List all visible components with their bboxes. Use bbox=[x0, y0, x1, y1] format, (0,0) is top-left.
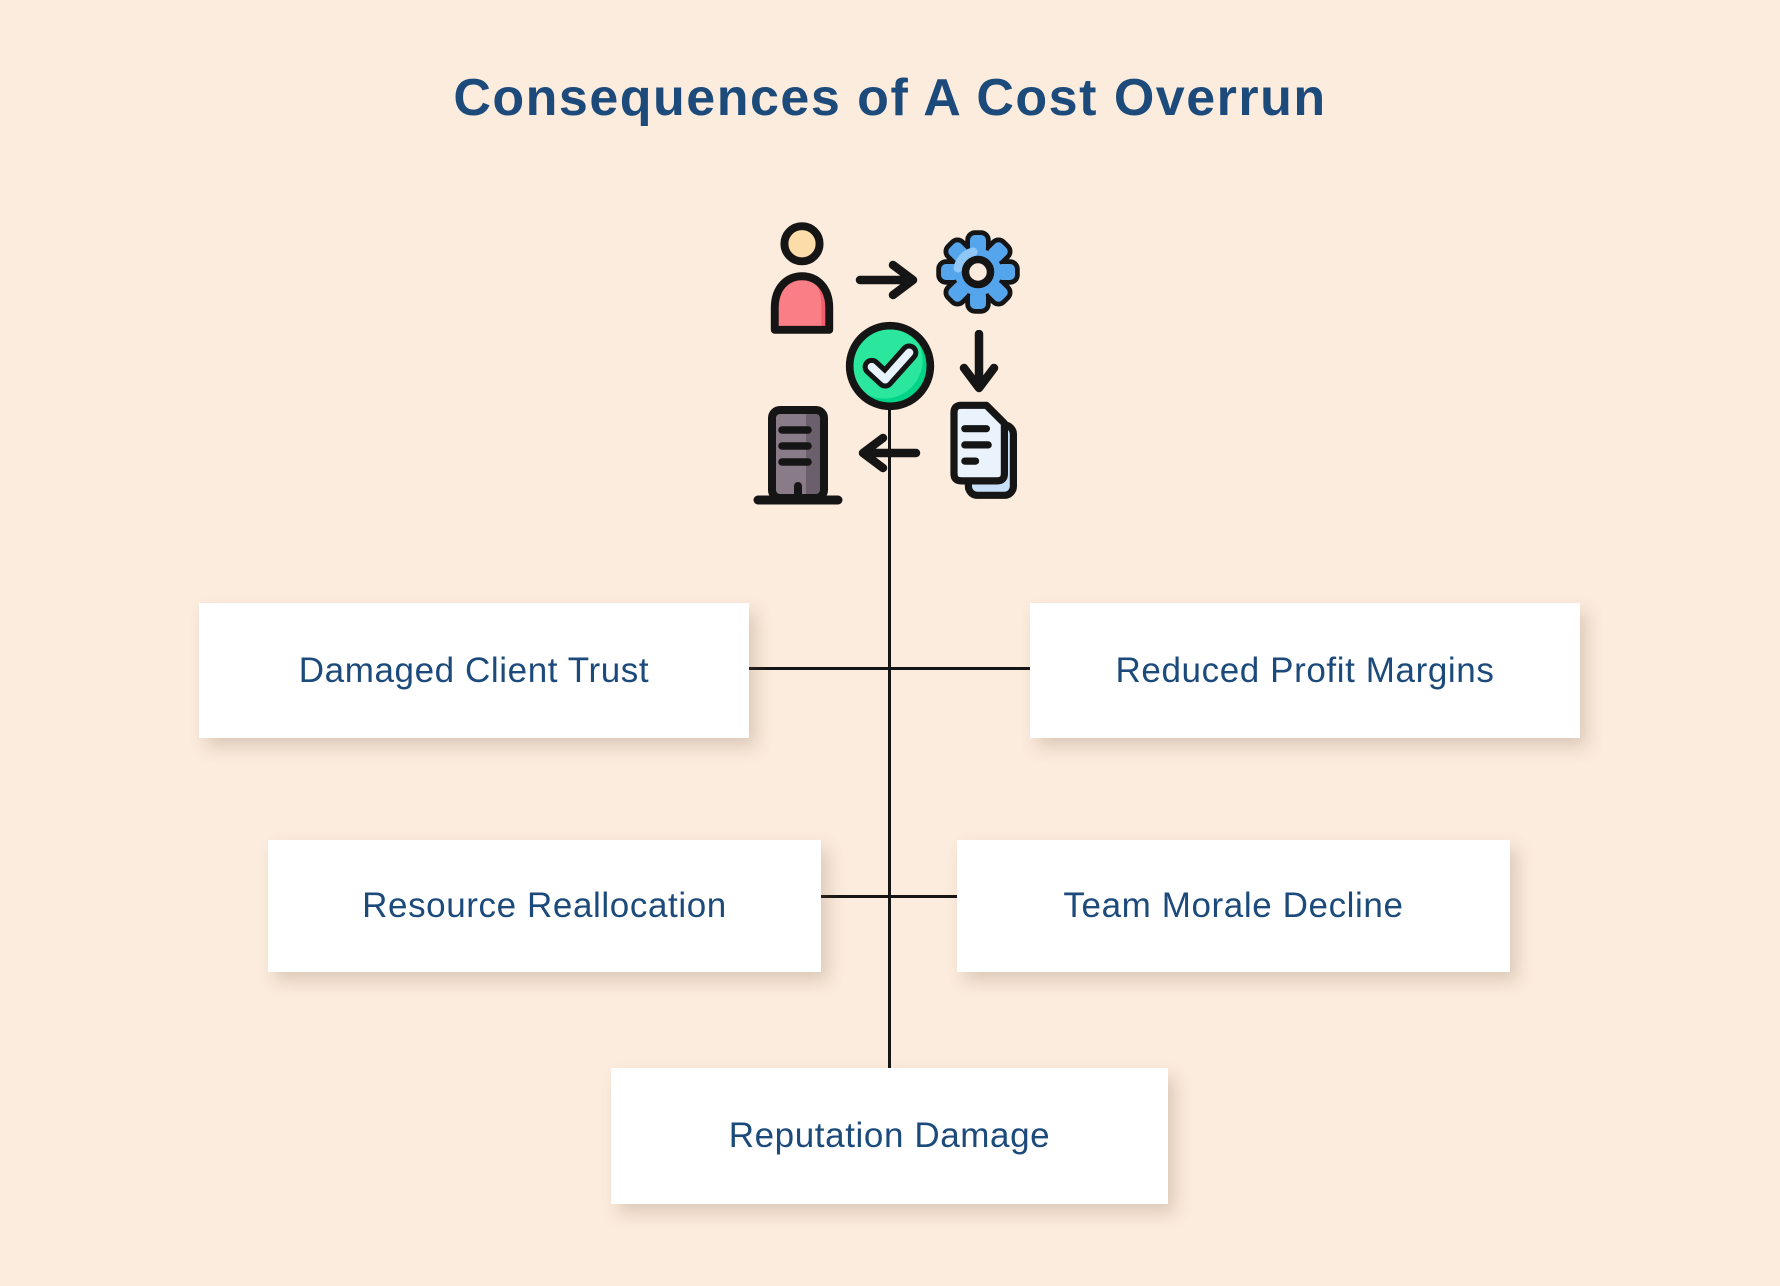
node-reputation-damage: Reputation Damage bbox=[611, 1068, 1168, 1204]
documents-icon bbox=[936, 398, 1026, 508]
building-icon bbox=[748, 398, 848, 506]
node-label: Resource Reallocation bbox=[362, 886, 727, 925]
arrow-right-icon bbox=[855, 260, 923, 300]
node-team-morale-decline: Team Morale Decline bbox=[957, 840, 1510, 972]
node-label: Reputation Damage bbox=[728, 1116, 1051, 1155]
arrow-down-icon bbox=[959, 330, 999, 400]
node-resource-reallocation: Resource Reallocation bbox=[268, 840, 821, 972]
node-label: Damaged Client Trust bbox=[298, 650, 650, 690]
node-reduced-profit-margins: Reduced Profit Margins bbox=[1030, 603, 1580, 738]
page-title: Consequences of A Cost Overrun bbox=[453, 69, 1327, 127]
person-icon bbox=[758, 220, 846, 336]
node-label: Reduced Profit Margins bbox=[1115, 650, 1495, 690]
gear-icon bbox=[928, 222, 1028, 322]
node-label: Team Morale Decline bbox=[1063, 886, 1404, 925]
check-circle-icon bbox=[842, 318, 938, 414]
node-damaged-client-trust: Damaged Client Trust bbox=[199, 603, 749, 738]
arrow-left-icon bbox=[853, 433, 921, 473]
connector-vertical-spine bbox=[888, 408, 891, 1068]
connector-row2 bbox=[821, 895, 957, 898]
connector-row1 bbox=[749, 667, 1030, 670]
